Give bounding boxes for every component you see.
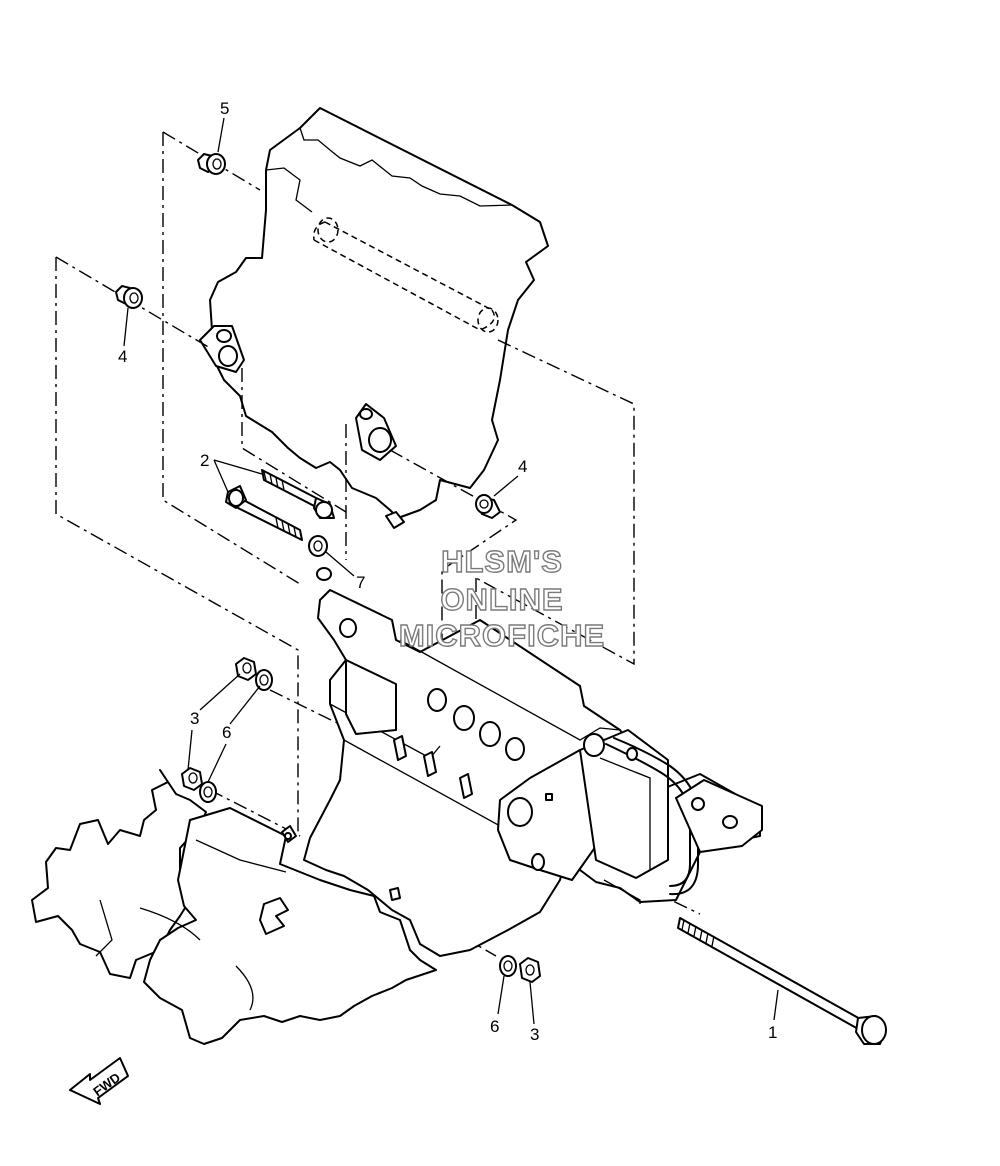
callout-3-upper: 3: [190, 709, 199, 728]
part-5-bolt: [197, 153, 226, 175]
callout-6-lower: 6: [490, 1017, 499, 1036]
part-2-bolts: [225, 469, 335, 541]
part-3-nut-lower: [519, 957, 541, 983]
engine-mount-frame: [303, 567, 763, 957]
part-6-washer-middle: [199, 781, 217, 803]
watermark: HLSM'S ONLINE MICROFICHE: [398, 543, 605, 653]
engine-block: [199, 107, 549, 529]
fwd-arrow-icon: FWD: [69, 1057, 129, 1105]
watermark-line-3: MICROFICHE: [399, 618, 605, 653]
part-4-bolt-left: [115, 285, 143, 309]
callout-6-upper: 6: [222, 723, 231, 742]
part-1-long-bolt: [677, 917, 887, 1045]
part-7-washer: [308, 535, 328, 557]
callout-4-right: 4: [518, 457, 527, 476]
hull-section: [31, 769, 437, 1045]
callout-5: 5: [220, 99, 229, 118]
watermark-line-2: ONLINE: [440, 582, 563, 617]
part-3-nut-upper: [235, 657, 257, 681]
part-6-washer-upper: [255, 669, 273, 691]
callout-2: 2: [200, 451, 209, 470]
callout-3-lower: 3: [530, 1025, 539, 1044]
callout-1: 1: [768, 1023, 777, 1042]
callout-4-left: 4: [118, 347, 127, 366]
part-3-nut-middle: [181, 767, 203, 791]
watermark-line-1: HLSM'S: [441, 544, 563, 579]
leader-lines: [123, 117, 779, 1025]
part-6-washer-lower: [499, 955, 517, 977]
callout-7: 7: [356, 573, 365, 592]
callout-numbers: 5 4 4 2 7 3 6 6 3 1: [118, 99, 777, 1044]
part-4-bolt-right: [475, 494, 501, 519]
